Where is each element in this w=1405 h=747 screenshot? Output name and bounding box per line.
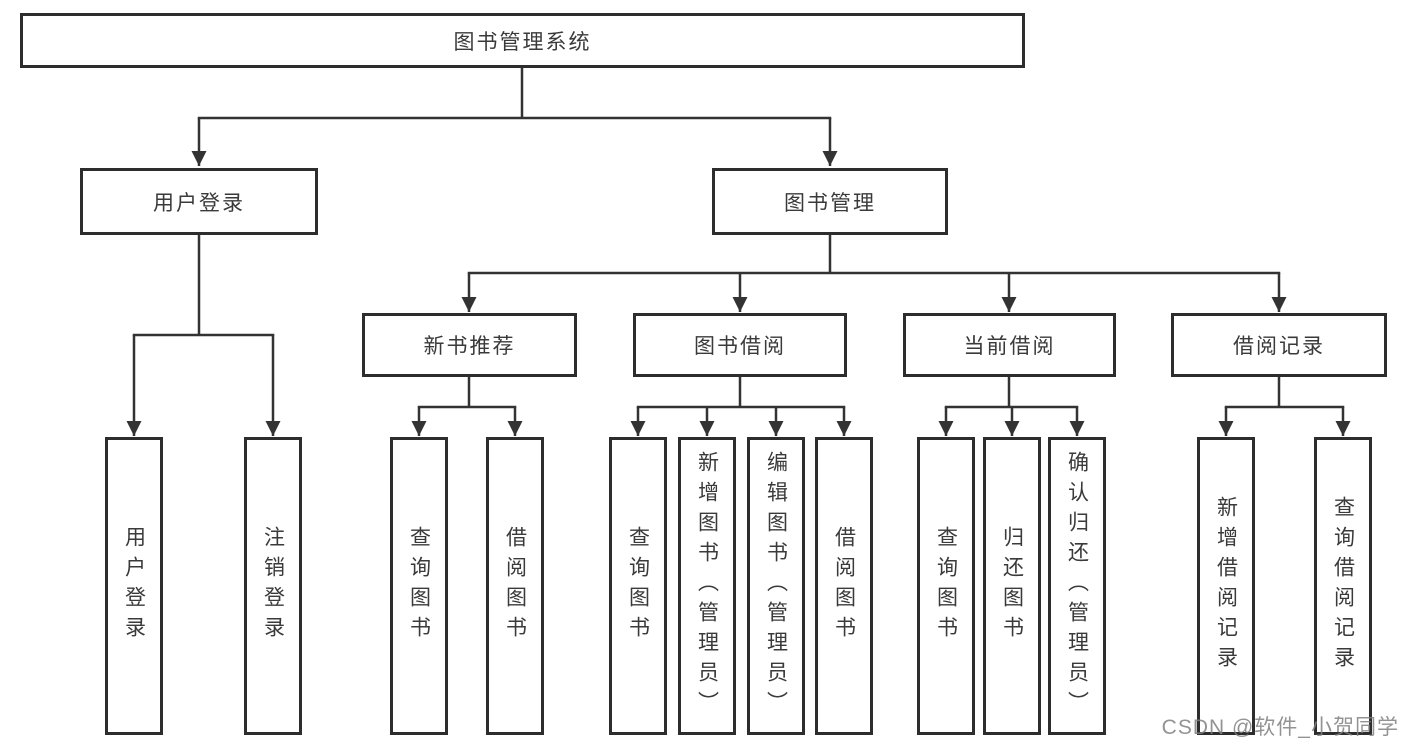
leaf-label: 编辑图书（管理员）	[764, 451, 788, 721]
node-label: 图书管理系统	[453, 30, 592, 54]
node-library-management-system: 图书管理系统	[20, 13, 1025, 68]
node-label: 当前借阅	[963, 335, 1056, 358]
leaf-borrow-book-newbook: 借阅图书	[486, 437, 544, 735]
leaf-label: 新增图书（管理员）	[695, 451, 719, 721]
leaf-logout: 注销登录	[244, 437, 302, 735]
leaf-label: 查询图书	[407, 526, 431, 646]
connector-root-to-level1	[191, 68, 838, 166]
leaf-label: 确认归还（管理员）	[1065, 451, 1089, 721]
connector-currentborrow-to-leaves	[938, 377, 1085, 436]
leaf-add-book-admin: 新增图书（管理员）	[678, 437, 736, 735]
csdn-watermark: CSDN @软件_小贺同学	[1161, 716, 1399, 739]
connector-bookborrow-to-leaves	[630, 377, 852, 436]
leaf-confirm-return-admin: 确认归还（管理员）	[1048, 437, 1106, 735]
node-user-login: 用户登录	[80, 168, 318, 235]
node-label: 图书借阅	[694, 335, 786, 358]
leaf-label: 注销登录	[261, 526, 285, 646]
leaf-user-login: 用户登录	[105, 437, 163, 735]
node-label: 借阅记录	[1233, 335, 1325, 358]
leaf-query-borrow-record: 查询借阅记录	[1314, 437, 1372, 735]
leaf-label: 查询图书	[626, 526, 650, 646]
leaf-query-book-borrow: 查询图书	[609, 437, 667, 735]
node-label: 用户登录	[153, 191, 245, 215]
node-book-management: 图书管理	[712, 168, 948, 235]
leaf-add-borrow-record: 新增借阅记录	[1197, 437, 1255, 735]
connector-borrowrecord-to-leaves	[1218, 377, 1351, 436]
leaf-query-book-current: 查询图书	[917, 437, 975, 735]
leaf-label: 归还图书	[1000, 526, 1024, 646]
leaf-query-book-newbook: 查询图书	[390, 437, 448, 735]
leaf-label: 用户登录	[122, 526, 146, 646]
leaf-label: 借阅图书	[832, 526, 856, 646]
leaf-label: 查询借阅记录	[1331, 496, 1355, 676]
connector-newbook-to-leaves	[411, 377, 523, 436]
leaf-label: 借阅图书	[503, 526, 527, 646]
node-book-borrow: 图书借阅	[633, 313, 847, 377]
connector-bookmgmt-to-level3	[461, 235, 1287, 312]
connector-userlogin-to-leaves	[126, 235, 281, 436]
leaf-edit-book-admin: 编辑图书（管理员）	[747, 437, 805, 735]
node-borrow-record: 借阅记录	[1171, 313, 1387, 377]
node-label: 新书推荐	[423, 335, 516, 358]
leaf-label: 新增借阅记录	[1214, 496, 1238, 676]
node-current-borrow: 当前借阅	[903, 313, 1116, 377]
leaf-label: 查询图书	[934, 526, 958, 646]
node-label: 图书管理	[784, 191, 876, 215]
leaf-return-book: 归还图书	[983, 437, 1041, 735]
node-new-book-recommend: 新书推荐	[362, 313, 577, 377]
leaf-borrow-book: 借阅图书	[815, 437, 873, 735]
